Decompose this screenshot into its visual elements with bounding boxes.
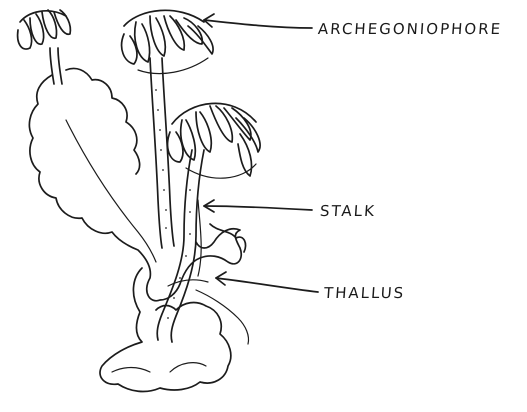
arrow-stalk bbox=[204, 200, 312, 212]
arrow-thallus bbox=[216, 272, 318, 292]
thallus-upper-lobe bbox=[66, 68, 140, 174]
arrow-archegoniophore bbox=[204, 14, 312, 28]
thallus-midrib bbox=[66, 120, 156, 262]
label-thallus: THALLUS bbox=[323, 284, 405, 302]
thallus-base bbox=[100, 268, 231, 391]
left-head-rays bbox=[18, 10, 71, 49]
right-stalk-inner bbox=[198, 200, 201, 276]
label-archegoniophore: ARCHEGONIOPHORE bbox=[317, 20, 502, 38]
thallus-outline bbox=[29, 75, 241, 301]
left-stalk bbox=[50, 48, 62, 84]
centre-head-rays bbox=[122, 10, 213, 73]
right-stalk bbox=[157, 150, 204, 342]
thallus-base-wave bbox=[112, 363, 206, 372]
centre-stalk bbox=[150, 58, 174, 248]
right-head-rays bbox=[168, 103, 260, 178]
label-stalk: STALK bbox=[319, 202, 376, 220]
